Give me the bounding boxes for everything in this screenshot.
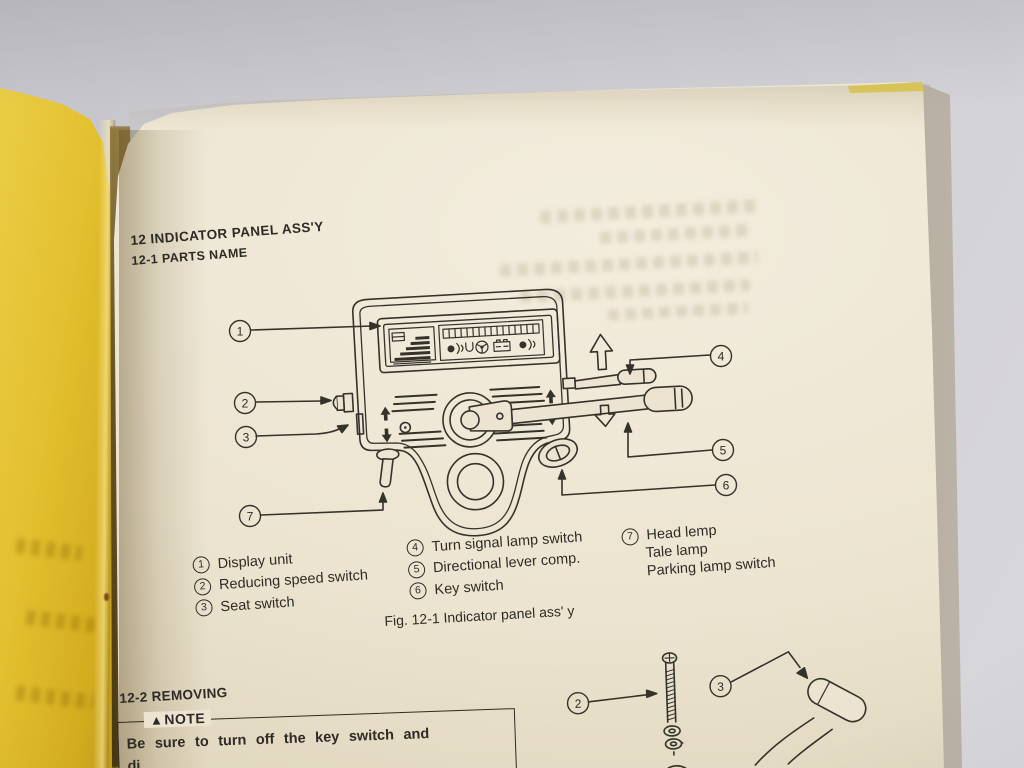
circled-number: 7 <box>621 527 640 546</box>
removing-callout-2: 2 <box>574 697 581 711</box>
circled-number: 3 <box>194 599 214 618</box>
note-legend: ▲NOTE <box>143 709 212 729</box>
indicator-lamp-cluster <box>438 319 546 362</box>
battery-icon <box>493 338 511 353</box>
down-arrow-icon <box>594 404 616 428</box>
gutter-speck <box>104 593 109 601</box>
part-label: Seat switch <box>219 594 296 615</box>
key-switch <box>537 438 579 468</box>
lever-knob <box>643 385 693 413</box>
battery-discharge-gauge <box>388 326 437 365</box>
part-label: Key switch <box>433 577 505 598</box>
indicator-panel <box>332 288 693 537</box>
removing-callout-3: 3 <box>717 680 724 694</box>
removing-callout-lines <box>588 651 809 703</box>
steering-wheel-icon <box>475 340 489 354</box>
note-box: ▲NOTE Be sure to turn off the key switch… <box>117 708 518 768</box>
lamp-icon <box>447 342 464 355</box>
callout-6: 6 <box>723 479 730 493</box>
callout-2: 2 <box>242 397 249 411</box>
circled-number: 5 <box>407 560 426 579</box>
panel-outline-inner <box>359 295 565 530</box>
callout-7: 7 <box>247 510 254 524</box>
reducing-speed-knob <box>332 392 355 413</box>
panel-outline-outer <box>352 288 571 537</box>
display-unit <box>376 308 561 374</box>
callout-numbers: 1 2 3 7 4 5 6 <box>237 325 730 524</box>
wire-connector <box>754 677 867 766</box>
part-label: Display unit <box>217 551 293 573</box>
directional-lever <box>442 385 693 448</box>
note-text-cutoff: di <box>127 758 141 768</box>
callout-4: 4 <box>718 350 725 364</box>
lamp-icon <box>519 338 536 351</box>
callout-5: 5 <box>720 444 727 458</box>
circled-number: 6 <box>408 582 428 601</box>
circled-number: 2 <box>193 577 212 596</box>
washers <box>659 725 695 768</box>
note-label: NOTE <box>164 709 206 728</box>
turn-signal-lever <box>562 368 657 390</box>
steering-column-hole <box>446 452 505 511</box>
circled-number: 1 <box>192 556 211 575</box>
callout-1: 1 <box>237 325 244 339</box>
circled-number: 4 <box>406 539 425 558</box>
hourglass-icon <box>465 342 474 352</box>
removing-callout-3-bubble <box>709 675 732 698</box>
lamp-toggle-switch <box>376 448 400 488</box>
callout-lines <box>250 321 716 516</box>
warning-triangle-icon: ▲ <box>149 711 164 728</box>
removing-callout-2-bubble <box>566 692 590 715</box>
callout-bubbles <box>228 319 738 528</box>
removing-figure: 2 3 <box>566 651 867 768</box>
reducing-dial-icon <box>399 421 412 434</box>
callout-3: 3 <box>243 431 250 445</box>
bolt <box>661 652 678 723</box>
up-arrow-icon <box>589 333 614 371</box>
note-text: Be sure to turn off the key switch and <box>126 726 430 753</box>
page-gutter-shadow <box>119 130 229 768</box>
yellow-page-sliver <box>848 82 924 93</box>
seat-switch-slot <box>355 413 365 435</box>
speed-lines <box>391 385 548 449</box>
